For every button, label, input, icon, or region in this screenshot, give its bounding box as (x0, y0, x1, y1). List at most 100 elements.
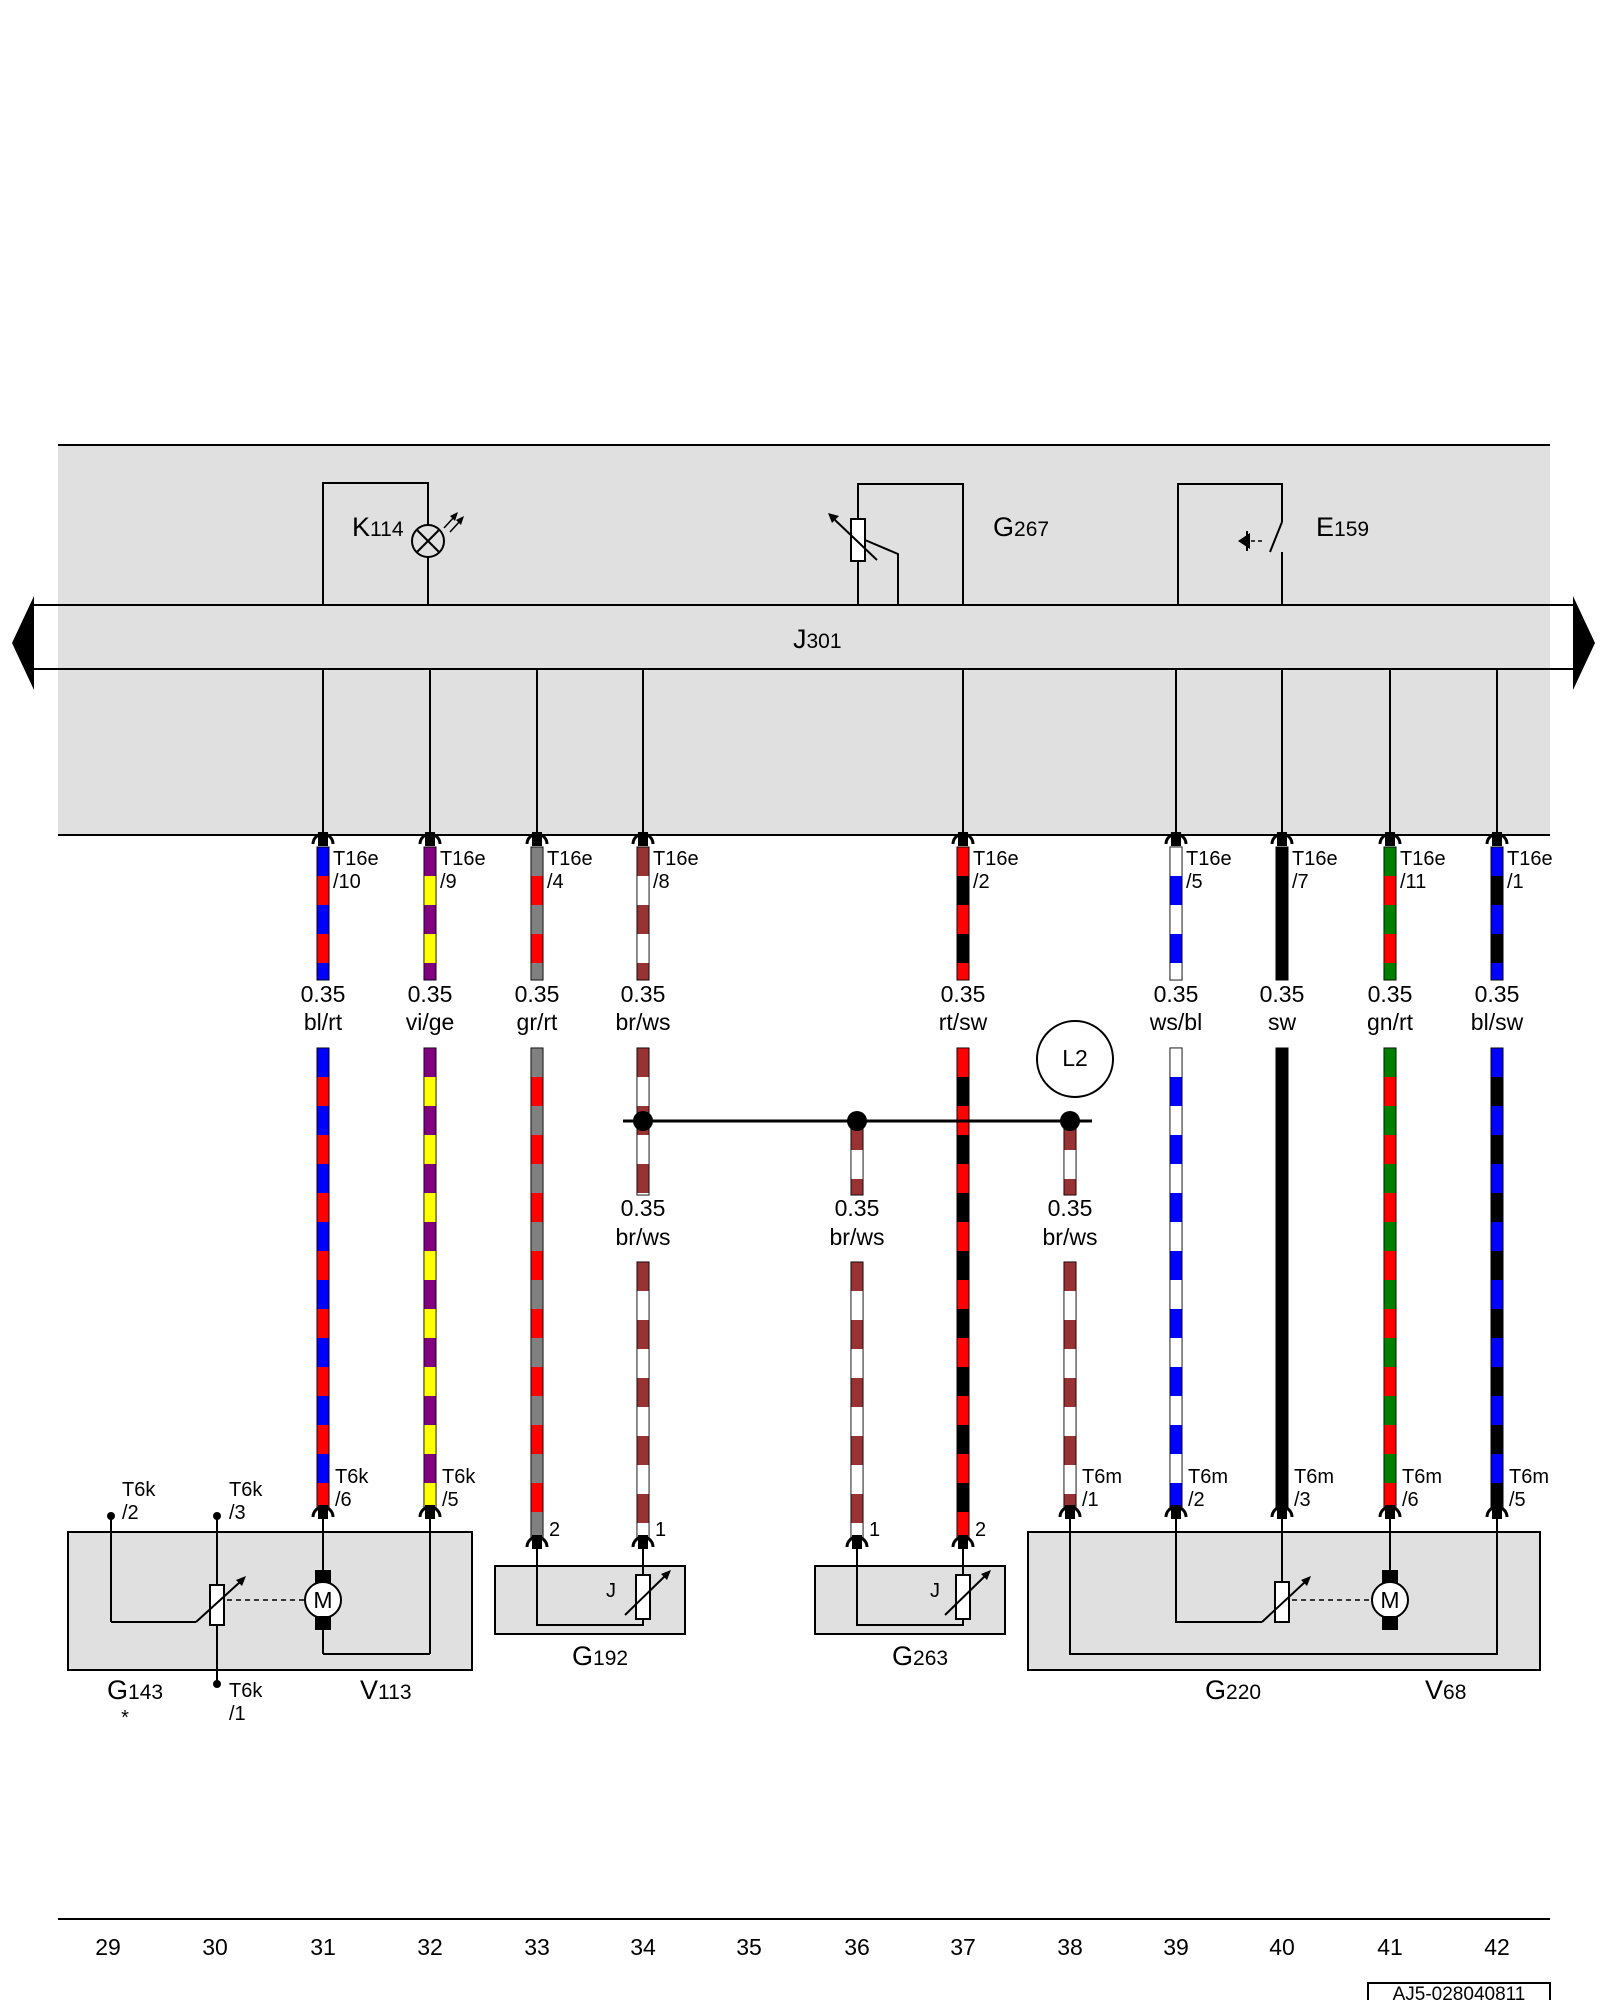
connector-bottom-col-38 (1058, 1505, 1082, 1519)
connector-top-col-31 (311, 832, 335, 846)
pin-top-col-41: T16e/11 (1400, 848, 1446, 893)
connector-bottom-col-39 (1164, 1505, 1188, 1519)
prev-page-arrow[interactable] (12, 596, 34, 690)
g143-note: * (121, 1707, 129, 1729)
wire-size-col-37: 0.35 (941, 981, 986, 1007)
column-number-32: 32 (417, 1934, 443, 1960)
j301-internal-lines (322, 669, 1498, 837)
column-number-41: 41 (1377, 1934, 1403, 1960)
wire-color-col-34: br/ws (616, 1009, 671, 1035)
pin-top-col-32: T16e/9 (440, 848, 486, 893)
g263-label: G263 (892, 1641, 948, 1671)
connector-bottom-col-33 (525, 1535, 549, 1549)
wire-size-col-40: 0.35 (1260, 981, 1305, 1007)
reference-code: AJ5-028040811 (1393, 1984, 1526, 2000)
wire-color-col-32: vi/ge (406, 1009, 455, 1035)
wire-lower-36 (850, 1261, 864, 1539)
column-number-38: 38 (1057, 1934, 1083, 1960)
pin-bottom-col-31: T6k/6 (335, 1466, 369, 1511)
wires-layer: T16e/100.35bl/rtT6k/6T16e/90.35vi/geT6k/… (301, 832, 1553, 1549)
g263-sensor-symbol: J (930, 1580, 940, 1602)
wire-lower-size-col-34: 0.35 (621, 1195, 666, 1221)
l2-marker: L2 (1036, 1020, 1114, 1098)
g143-label: G143 (107, 1675, 163, 1705)
j301-label: J301 (793, 624, 842, 654)
connector-top-col-39 (1164, 832, 1188, 846)
wire-lower-color-col-34: br/ws (616, 1224, 671, 1250)
wire-size-col-32: 0.35 (408, 981, 453, 1007)
pin-top-col-40: T16e/7 (1292, 848, 1338, 893)
pin-bottom-col-34: 1 (655, 1519, 666, 1541)
connector-top-col-34 (631, 832, 655, 846)
connector-bottom-col-32 (418, 1505, 442, 1519)
wire-color-col-42: bl/sw (1471, 1009, 1524, 1035)
k114-label: K114 (352, 512, 404, 542)
wire-size-col-42: 0.35 (1475, 981, 1520, 1007)
pin-top-col-39: T16e/5 (1186, 848, 1232, 893)
column-number-36: 36 (844, 1934, 870, 1960)
reference-code-box (1367, 1982, 1551, 2000)
pin-bottom-col-38: T6m/1 (1082, 1466, 1122, 1511)
wire-size-col-33: 0.35 (515, 981, 560, 1007)
wire-main-41 (1383, 1047, 1397, 1509)
svg-text:L2: L2 (1062, 1045, 1088, 1071)
column-number-37: 37 (950, 1934, 976, 1960)
wire-stub-top-31 (316, 846, 330, 981)
wire-stub-top-41 (1383, 846, 1397, 981)
wire-stub-top-39 (1169, 846, 1183, 981)
pin-bottom-col-32: T6k/5 (442, 1466, 476, 1511)
wire-upper-38 (1063, 1120, 1077, 1196)
wire-main-32 (423, 1047, 437, 1509)
pin-bottom-col-36: 1 (869, 1519, 880, 1541)
v113-label: V113 (360, 1675, 412, 1705)
wire-main-33 (530, 1047, 544, 1539)
column-number-30: 30 (202, 1934, 228, 1960)
pin-g143-t6k-2: T6k/2 (122, 1479, 156, 1524)
g267-potentiometer (828, 483, 964, 605)
motor-symbol-v113: M (313, 1587, 332, 1613)
connector-bottom-col-40 (1270, 1505, 1294, 1519)
wire-size-col-41: 0.35 (1368, 981, 1413, 1007)
wire-upper-36 (850, 1120, 864, 1196)
column-number-33: 33 (524, 1934, 550, 1960)
next-page-arrow[interactable] (1573, 596, 1595, 690)
connector-bottom-col-37 (951, 1535, 975, 1549)
connector-top-col-41 (1378, 832, 1402, 846)
pin-g143-t6k-1: T6k/1 (229, 1680, 263, 1725)
pin-g143-t6k-3: T6k/3 (229, 1479, 263, 1524)
g192-sensor: J (494, 1548, 686, 1635)
pin-bottom-col-41: T6m/6 (1402, 1466, 1442, 1511)
column-number-29: 29 (95, 1934, 121, 1960)
wire-main-31 (316, 1047, 330, 1509)
connector-top-col-33 (525, 832, 549, 846)
connector-top-col-37 (951, 832, 975, 846)
pin-top-col-31: T16e/10 (333, 848, 379, 893)
wire-color-col-40: sw (1268, 1009, 1297, 1035)
pin-top-col-33: T16e/4 (547, 848, 593, 893)
wire-size-col-34: 0.35 (621, 981, 666, 1007)
e159-label: E159 (1316, 512, 1369, 542)
connector-bottom-col-36 (845, 1535, 869, 1549)
column-number-42: 42 (1484, 1934, 1510, 1960)
g192-sensor-symbol: J (606, 1580, 616, 1602)
wire-stub-top-42 (1490, 846, 1504, 981)
wire-size-col-38: 0.35 (1048, 1195, 1093, 1221)
splice-point-34 (633, 1111, 653, 1131)
column-number-40: 40 (1269, 1934, 1295, 1960)
wire-size-col-31: 0.35 (301, 981, 346, 1007)
wire-lower-34 (636, 1261, 650, 1539)
pin-bottom-col-33: 2 (549, 1519, 560, 1541)
wire-main-42 (1490, 1047, 1504, 1509)
connector-top-col-40 (1270, 832, 1294, 846)
wire-main-40 (1275, 1047, 1289, 1509)
wire-stub-top-37 (956, 846, 970, 981)
connector-top-col-32 (418, 832, 442, 846)
wire-stub-top-32 (423, 846, 437, 981)
pin-bottom-col-37: 2 (975, 1519, 986, 1541)
